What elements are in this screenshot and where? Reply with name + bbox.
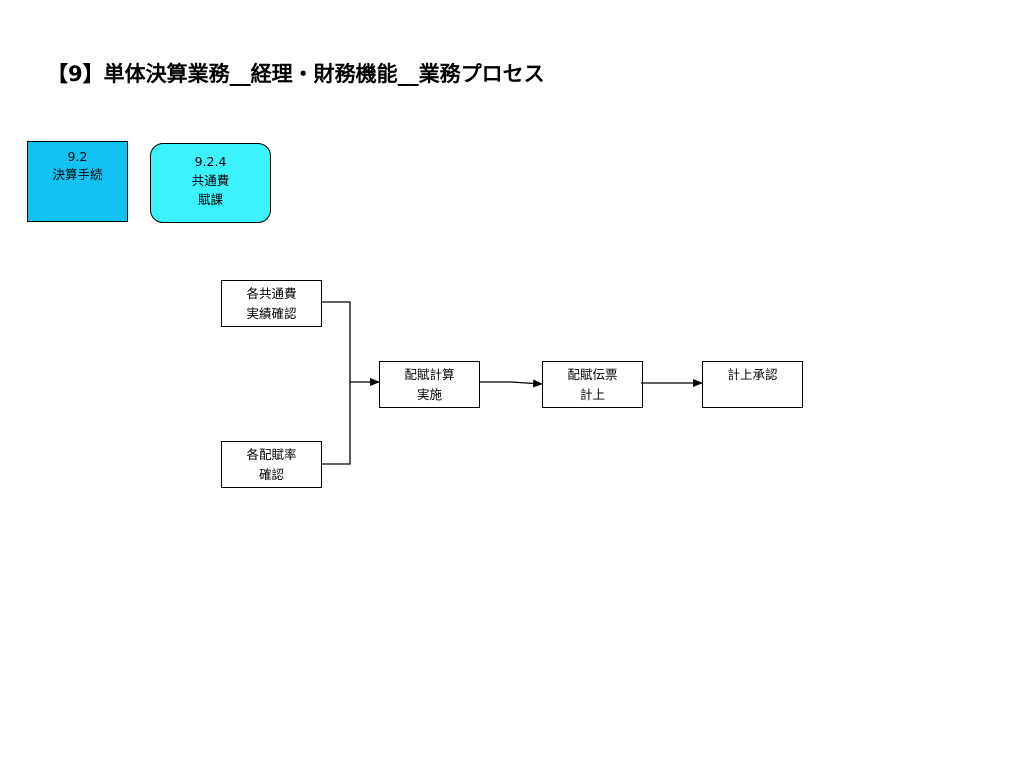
step-check-rates: 各配賦率 確認: [221, 441, 322, 488]
page-title: 【9】単体決算業務__経理・財務機能__業務プロセス: [47, 62, 545, 86]
subprocess-name-line2: 賦課: [197, 192, 223, 207]
step-label-line2: 実績確認: [246, 306, 297, 321]
arrow-to-allocation-voucher: [480, 379, 543, 388]
step-label-line1: 配賦伝票: [567, 367, 618, 382]
step-label-line1: 各共通費: [246, 286, 297, 301]
category-name: 決算手続: [52, 167, 103, 182]
step-label-line2: 実施: [416, 387, 442, 402]
step-label-line2: 確認: [258, 467, 284, 482]
subprocess-box: 9.2.4 共通費 賦課: [150, 143, 271, 223]
step-allocation-calc: 配賦計算 実施: [379, 361, 480, 408]
step-label-line1: 各配賦率: [246, 447, 297, 462]
step-allocation-voucher: 配賦伝票 計上: [542, 361, 643, 408]
category-number: 9.2: [67, 149, 88, 164]
step-check-actuals: 各共通費 実績確認: [221, 280, 322, 327]
subprocess-name-line1: 共通費: [191, 173, 230, 188]
merge-connector: [321, 301, 351, 465]
category-box: 9.2 決算手続: [27, 141, 128, 222]
step-posting-approval: 計上承認: [702, 361, 803, 408]
step-label-line1: 配賦計算: [404, 367, 455, 382]
subprocess-number: 9.2.4: [194, 154, 227, 169]
step-label-line1: 計上承認: [727, 367, 778, 382]
step-label-line2: 計上: [579, 387, 605, 402]
